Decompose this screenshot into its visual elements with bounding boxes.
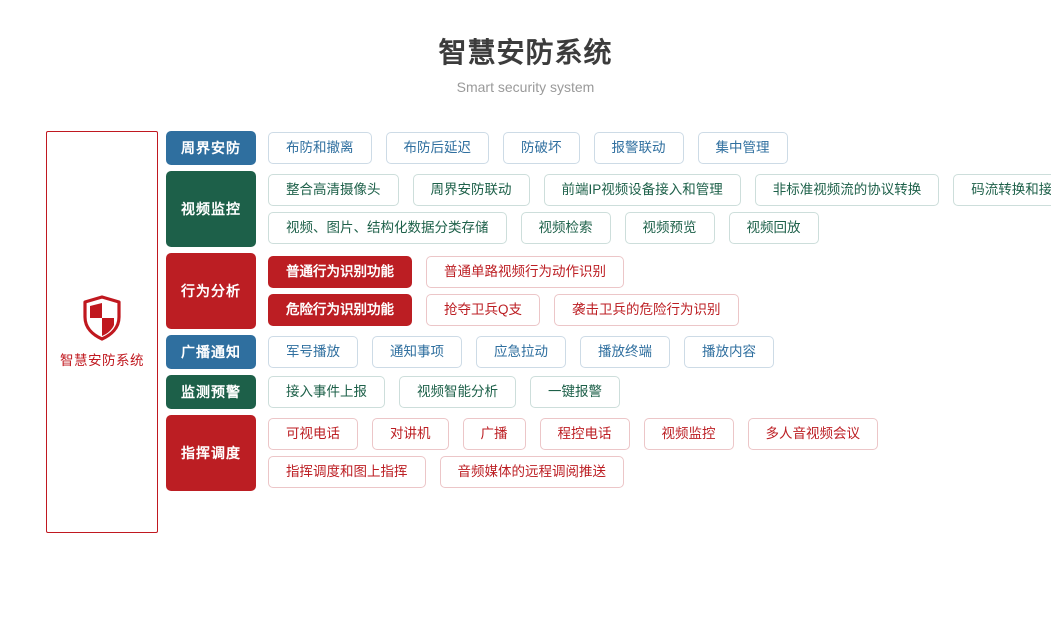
feature-tag[interactable]: 对讲机 xyxy=(372,418,449,450)
item-line: 危险行为识别功能抢夺卫兵Q支袭击卫兵的危险行为识别 xyxy=(268,294,1051,326)
feature-tag[interactable]: 视频智能分析 xyxy=(399,376,516,408)
category-row: 行为分析普通行为识别功能普通单路视频行为动作识别危险行为识别功能抢夺卫兵Q支袭击… xyxy=(166,253,1051,329)
feature-tag[interactable]: 一键报警 xyxy=(530,376,620,408)
feature-tag[interactable]: 布防后延迟 xyxy=(385,132,489,164)
category-chip-3[interactable]: 行为分析 xyxy=(166,253,256,329)
feature-tag[interactable]: 程控电话 xyxy=(539,418,630,450)
feature-tag[interactable]: 应急拉动 xyxy=(476,336,566,368)
feature-tag[interactable]: 前端IP视频设备接入和管理 xyxy=(543,174,741,206)
category-row: 周界安防布防和撤离布防后延迟防破坏报警联动集中管理 xyxy=(166,131,1051,165)
shield-icon xyxy=(83,295,121,341)
feature-tag[interactable]: 防破坏 xyxy=(503,132,580,164)
feature-tag[interactable]: 广播 xyxy=(462,418,526,450)
brand-panel: 智慧安防系统 xyxy=(46,131,158,533)
category-items: 接入事件上报视频智能分析一键报警 xyxy=(268,375,1051,409)
feature-tag[interactable]: 危险行为识别功能 xyxy=(268,294,412,326)
feature-tag[interactable]: 普通行为识别功能 xyxy=(268,256,412,288)
category-chip-6[interactable]: 指挥调度 xyxy=(166,415,256,491)
item-line: 军号播放通知事项应急拉动播放终端播放内容 xyxy=(268,336,1051,368)
category-rows: 周界安防布防和撤离布防后延迟防破坏报警联动集中管理视频监控整合高清摄像头周界安防… xyxy=(166,131,1051,533)
feature-tag[interactable]: 视频监控 xyxy=(643,418,734,450)
item-line: 接入事件上报视频智能分析一键报警 xyxy=(268,376,1051,408)
feature-tag[interactable]: 多人音视频会议 xyxy=(747,418,878,450)
feature-tag[interactable]: 抢夺卫兵Q支 xyxy=(426,294,541,326)
category-chip-2[interactable]: 视频监控 xyxy=(166,171,256,247)
category-row: 指挥调度可视电话对讲机广播程控电话视频监控多人音视频会议指挥调度和图上指挥音频媒… xyxy=(166,415,1051,491)
feature-tag[interactable]: 通知事项 xyxy=(372,336,462,368)
page-subtitle: Smart security system xyxy=(456,79,595,95)
feature-tag[interactable]: 普通单路视频行为动作识别 xyxy=(426,256,624,288)
feature-tag[interactable]: 播放内容 xyxy=(684,336,774,368)
category-items: 普通行为识别功能普通单路视频行为动作识别危险行为识别功能抢夺卫兵Q支袭击卫兵的危… xyxy=(268,253,1051,329)
item-line: 布防和撤离布防后延迟防破坏报警联动集中管理 xyxy=(268,132,1051,164)
feature-tag[interactable]: 整合高清摄像头 xyxy=(268,174,399,206)
category-row: 视频监控整合高清摄像头周界安防联动前端IP视频设备接入和管理非标准视频流的协议转… xyxy=(166,171,1051,247)
feature-tag[interactable]: 播放终端 xyxy=(580,336,670,368)
feature-tag[interactable]: 接入事件上报 xyxy=(268,376,385,408)
capability-board: 智慧安防系统 周界安防布防和撤离布防后延迟防破坏报警联动集中管理视频监控整合高清… xyxy=(46,131,1051,533)
category-items: 军号播放通知事项应急拉动播放终端播放内容 xyxy=(268,335,1051,369)
category-chip-1[interactable]: 周界安防 xyxy=(166,131,256,165)
feature-tag[interactable]: 周界安防联动 xyxy=(412,174,530,206)
feature-tag[interactable]: 码流转换和接口转换 xyxy=(953,174,1051,206)
category-chip-4[interactable]: 广播通知 xyxy=(166,335,256,369)
brand-label: 智慧安防系统 xyxy=(60,353,144,368)
feature-tag[interactable]: 集中管理 xyxy=(697,132,788,164)
category-row: 广播通知军号播放通知事项应急拉动播放终端播放内容 xyxy=(166,335,1051,369)
feature-tag[interactable]: 视频回放 xyxy=(728,212,819,244)
feature-tag[interactable]: 非标准视频流的协议转换 xyxy=(754,174,940,206)
item-line: 普通行为识别功能普通单路视频行为动作识别 xyxy=(268,256,1051,288)
feature-tag[interactable]: 布防和撤离 xyxy=(268,132,372,164)
feature-tag[interactable]: 视频、图片、结构化数据分类存储 xyxy=(268,212,507,244)
feature-tag[interactable]: 报警联动 xyxy=(593,132,684,164)
page-header: 智慧安防系统 Smart security system xyxy=(0,34,1051,96)
feature-tag[interactable]: 音频媒体的远程调阅推送 xyxy=(439,456,624,488)
category-items: 可视电话对讲机广播程控电话视频监控多人音视频会议指挥调度和图上指挥音频媒体的远程… xyxy=(268,415,1051,491)
feature-tag[interactable]: 视频检索 xyxy=(520,212,611,244)
feature-tag[interactable]: 视频预览 xyxy=(624,212,715,244)
category-items: 布防和撤离布防后延迟防破坏报警联动集中管理 xyxy=(268,131,1051,165)
category-row: 监测预警接入事件上报视频智能分析一键报警 xyxy=(166,375,1051,409)
item-line: 视频、图片、结构化数据分类存储视频检索视频预览视频回放 xyxy=(268,212,1051,244)
category-items: 整合高清摄像头周界安防联动前端IP视频设备接入和管理非标准视频流的协议转换码流转… xyxy=(268,171,1051,247)
feature-tag[interactable]: 袭击卫兵的危险行为识别 xyxy=(554,294,739,326)
category-chip-5[interactable]: 监测预警 xyxy=(166,375,256,409)
item-line: 指挥调度和图上指挥音频媒体的远程调阅推送 xyxy=(268,456,1051,488)
item-line: 可视电话对讲机广播程控电话视频监控多人音视频会议 xyxy=(268,418,1051,450)
item-line: 整合高清摄像头周界安防联动前端IP视频设备接入和管理非标准视频流的协议转换码流转… xyxy=(268,174,1051,206)
page-title: 智慧安防系统 xyxy=(438,37,613,68)
feature-tag[interactable]: 军号播放 xyxy=(268,336,358,368)
feature-tag[interactable]: 指挥调度和图上指挥 xyxy=(268,456,426,488)
feature-tag[interactable]: 可视电话 xyxy=(268,418,358,450)
